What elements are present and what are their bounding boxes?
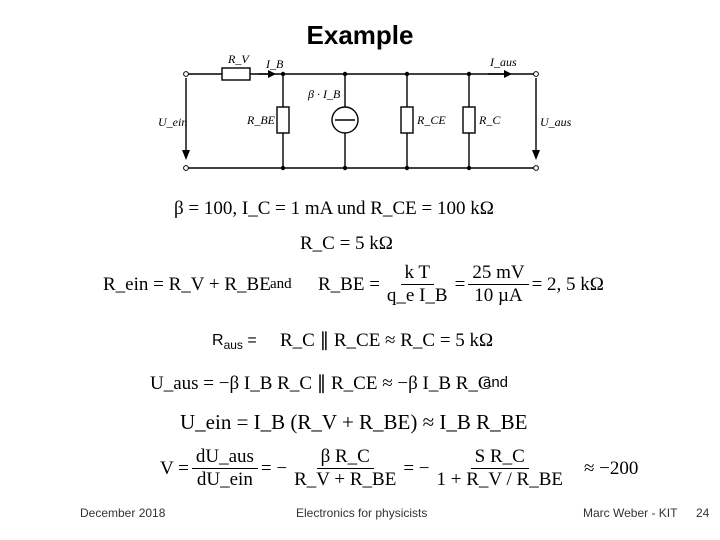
v-result: ≈ −200 — [584, 457, 639, 479]
voltage-current-fraction: 25 mV 10 µA — [468, 262, 529, 307]
current-denominator: 10 µA — [474, 285, 523, 306]
rein-equation: R_ein = R_V + R_BE — [103, 274, 271, 295]
kt-numerator: k T — [400, 262, 435, 285]
rc-value-equation: R_C = 5 kΩ — [300, 233, 393, 254]
uein-equation: U_ein = I_B (R_V + R_BE) ≈ I_B R_BE — [180, 410, 528, 434]
voltage-numerator: 25 mV — [468, 262, 529, 285]
v-beta-den: R_V + R_BE — [294, 469, 397, 490]
v-eq2: = − — [403, 457, 430, 479]
v-eq1: = − — [260, 457, 288, 479]
rbe-lhs: R_BE = — [318, 273, 380, 295]
rbe-result: = 2, 5 kΩ — [531, 273, 604, 295]
label-beta-ib: β · I_B — [307, 87, 341, 101]
and-label-2: and — [483, 374, 509, 391]
v-derivative-num: dU_aus — [191, 446, 258, 469]
gain-equation: V = dU_aus dU_ein = − β R_C R_V + R_BE =… — [160, 446, 638, 491]
given-values-equation: β = 100, I_C = 1 mA und R_CE = 100 kΩ — [174, 198, 494, 219]
v-s-den: 1 + R_V / R_BE — [436, 469, 564, 490]
label-rc: R_C — [478, 113, 501, 127]
uaus-equation: U_aus = −β I_B R_C ∥ R_CE ≈ −β I_B R_C — [150, 373, 491, 394]
label-rce: R_CE — [416, 113, 446, 127]
footer-author: Marc Weber - KIT — [583, 506, 678, 520]
slide-title: Example — [306, 20, 414, 50]
raus-label-sub: aus — [223, 338, 243, 353]
circuit-diagram: R_V I_B β · I_B I_aus U_ein R_BE R_CE R_… — [158, 52, 572, 171]
label-uaus: U_aus — [540, 115, 572, 129]
kt-fraction: k T q_e I_B — [383, 262, 452, 307]
footer-date: December 2018 — [80, 506, 166, 520]
label-rbe: R_BE — [246, 113, 276, 127]
raus-label-eq: = — [247, 332, 257, 349]
raus-label-r: R — [212, 332, 224, 349]
raus-label: Raus = — [212, 332, 257, 352]
footer-course: Electronics for physicists — [296, 506, 428, 520]
rbe-equation: R_BE = k T q_e I_B = 25 mV 10 µA = 2, 5 … — [318, 262, 604, 307]
and-label-1: and — [270, 276, 292, 292]
footer-page-number: 24 — [696, 506, 710, 520]
kt-denominator: q_e I_B — [386, 285, 448, 306]
v-s-num: S R_C — [470, 446, 529, 469]
v-beta-fraction: β R_C R_V + R_BE — [290, 446, 400, 491]
label-uein: U_ein — [158, 115, 187, 129]
v-beta-num: β R_C — [316, 446, 374, 469]
rbe-equals: = — [454, 273, 466, 295]
label-rv: R_V — [227, 52, 250, 66]
label-iaus: I_aus — [489, 55, 517, 69]
v-derivative-den: dU_ein — [196, 469, 253, 490]
label-ib: I_B — [265, 57, 284, 71]
v-lhs: V = — [160, 457, 189, 479]
v-s-fraction: S R_C 1 + R_V / R_BE — [433, 446, 568, 491]
raus-expression: R_C ∥ R_CE ≈ R_C = 5 kΩ — [280, 330, 494, 351]
v-derivative-fraction: dU_aus dU_ein — [191, 446, 258, 491]
